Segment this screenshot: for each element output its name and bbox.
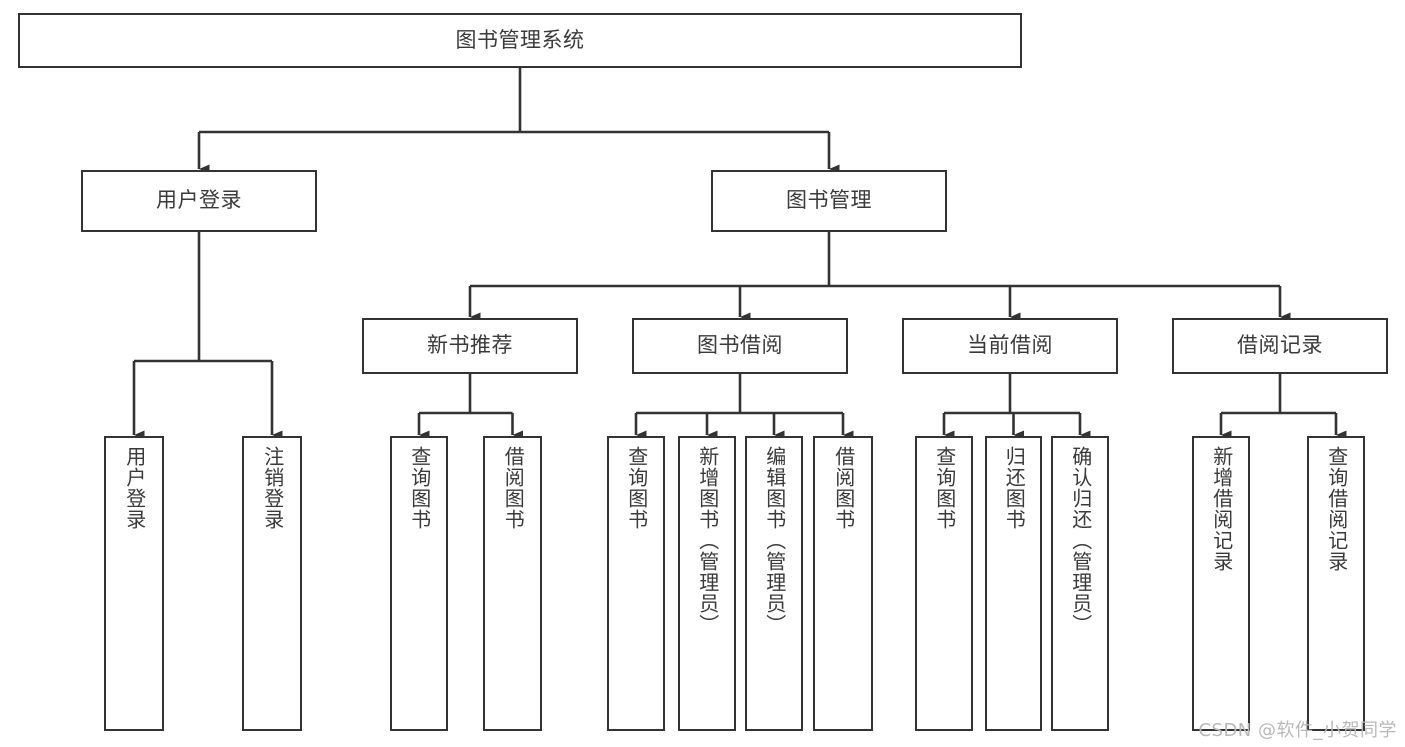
node-l-borrow1[interactable]: 借阅图书 xyxy=(483,436,542,731)
node-root[interactable]: 图书管理系统 xyxy=(18,13,1022,68)
node-label: 用户登录 xyxy=(122,446,147,530)
node-l-confirm[interactable]: 确认归还（管理员） xyxy=(1051,436,1109,731)
node-label: 借阅记录 xyxy=(1237,333,1323,358)
node-l-login[interactable]: 用户登录 xyxy=(104,436,164,731)
node-label: 查询图书 xyxy=(932,446,957,530)
node-label: 新增图书（管理员） xyxy=(695,446,720,635)
node-label: 查询图书 xyxy=(624,446,649,530)
node-l-add[interactable]: 新增图书（管理员） xyxy=(678,436,736,731)
node-borrow[interactable]: 图书借阅 xyxy=(632,318,848,374)
node-records[interactable]: 借阅记录 xyxy=(1172,318,1388,374)
node-label: 新增借阅记录 xyxy=(1209,446,1234,572)
node-l-query3[interactable]: 查询图书 xyxy=(915,436,973,731)
node-l-return[interactable]: 归还图书 xyxy=(985,436,1042,731)
watermark-text: CSDN @软件_小贺同学 xyxy=(1198,720,1397,741)
node-login[interactable]: 用户登录 xyxy=(81,170,317,232)
node-l-edit[interactable]: 编辑图书（管理员） xyxy=(745,436,803,731)
node-l-queryrec[interactable]: 查询借阅记录 xyxy=(1307,436,1365,731)
node-label: 查询图书 xyxy=(407,446,432,530)
node-label: 查询借阅记录 xyxy=(1324,446,1349,572)
node-current[interactable]: 当前借阅 xyxy=(902,318,1118,374)
node-l-query2[interactable]: 查询图书 xyxy=(607,436,665,731)
node-label: 当前借阅 xyxy=(967,333,1053,358)
node-newbook[interactable]: 新书推荐 xyxy=(362,318,578,374)
node-label: 图书借阅 xyxy=(697,333,783,358)
node-l-query1[interactable]: 查询图书 xyxy=(390,436,448,731)
node-label: 用户登录 xyxy=(156,188,242,213)
node-label: 借阅图书 xyxy=(831,446,856,530)
node-label: 借阅图书 xyxy=(501,446,526,530)
tree-connectors xyxy=(132,68,1347,440)
node-label: 图书管理系统 xyxy=(455,27,585,52)
node-label: 确认归还（管理员） xyxy=(1068,446,1093,635)
node-l-addrec[interactable]: 新增借阅记录 xyxy=(1192,436,1250,731)
node-label: 注销登录 xyxy=(260,446,285,530)
node-l-borrow2[interactable]: 借阅图书 xyxy=(813,436,873,731)
node-l-logout[interactable]: 注销登录 xyxy=(242,436,302,731)
node-label: 图书管理 xyxy=(786,188,872,213)
node-bookmgmt[interactable]: 图书管理 xyxy=(711,170,947,232)
node-label: 归还图书 xyxy=(1002,446,1027,530)
node-label: 新书推荐 xyxy=(427,333,513,358)
node-label: 编辑图书（管理员） xyxy=(762,446,787,635)
